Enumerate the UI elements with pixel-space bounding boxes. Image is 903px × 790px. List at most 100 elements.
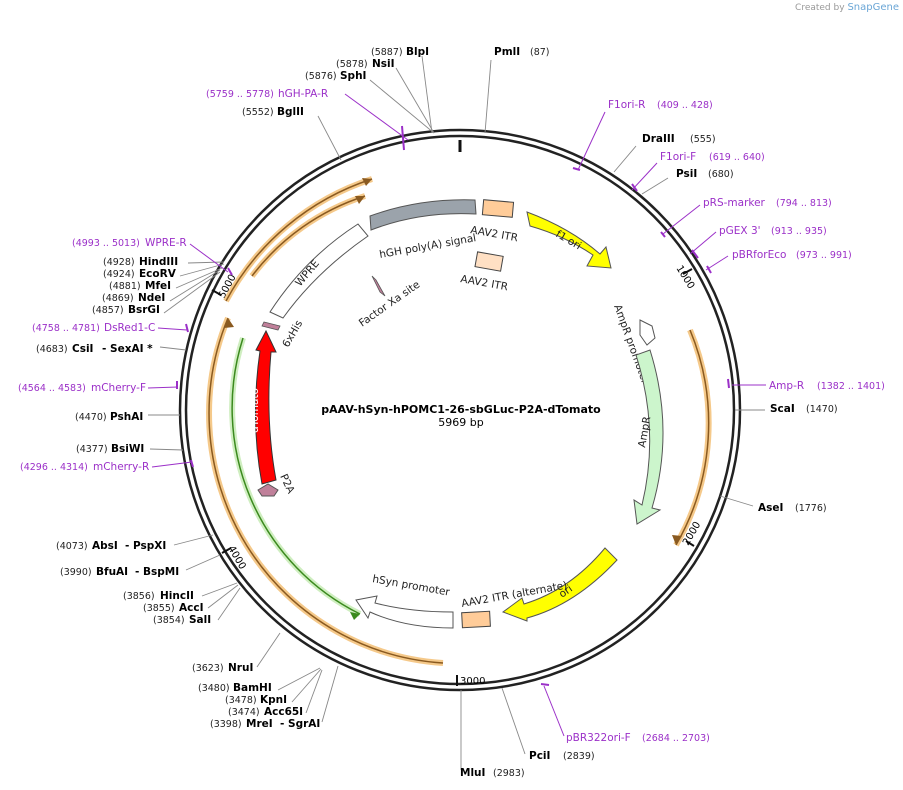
- primer-labels: (5759 .. 5778) hGH-PA-R F1ori-R (409 .. …: [18, 88, 885, 744]
- enzyme-pspxi: - PspXI: [125, 540, 166, 552]
- primer-mcherry-r: mCherry-R: [93, 461, 149, 473]
- orf-arc-right-head: [672, 535, 682, 545]
- orf-arc-green-line: [231, 337, 361, 615]
- primer-mcherry-f: mCherry-F: [91, 382, 146, 394]
- primer-pbrforeco-range: (973 .. 991): [796, 250, 852, 261]
- primer-dsred1-c: DsRed1-C: [104, 322, 155, 334]
- enzyme-draiii: DraIII: [642, 133, 675, 145]
- enzyme-bsrgi-pos: (4857): [92, 305, 124, 316]
- enzyme-absi: AbsI: [92, 540, 118, 552]
- ampr-arrow: [633, 349, 664, 525]
- enzyme-kpni: KpnI: [260, 694, 287, 706]
- primer-pbr322ori-f-range: (2684 .. 2703): [642, 733, 710, 744]
- enzyme-bfuai: BfuAI: [96, 566, 128, 578]
- primer-mcherry-f-range: (4564 .. 4583): [18, 383, 86, 394]
- his6-tag: [261, 321, 281, 331]
- primer-amp-r-range: (1382 .. 1401): [817, 381, 885, 392]
- orf-arc-inner-top-line: [251, 195, 366, 277]
- enzyme-blpi-pos: (5887): [371, 47, 403, 58]
- orf-arc-inner-top-head: [355, 196, 365, 204]
- enzyme-psii-pos: (680): [708, 169, 734, 180]
- enzyme-acci: AccI: [179, 602, 203, 614]
- enzyme-bsiwi: BsiWI: [111, 443, 144, 455]
- enzyme-csii: CsiI: [72, 343, 93, 355]
- enzyme-ecorv-pos: (4924): [103, 269, 135, 280]
- leader-lines: [147, 55, 766, 770]
- hgh-polya-label: hGH poly(A) signal: [378, 232, 477, 261]
- enzyme-ecorv: EcoRV: [139, 268, 177, 280]
- enzyme-scai: ScaI: [770, 403, 795, 415]
- enzyme-bamhi: BamHI: [233, 682, 272, 694]
- p2a-label: P2A: [277, 472, 297, 496]
- enzyme-bglii-pos: (5552): [242, 107, 274, 118]
- enzyme-pmli-pos: (87): [530, 47, 550, 58]
- enzyme-sphi-pos: (5876): [305, 71, 337, 82]
- orf-arc-left-large-line: [208, 317, 444, 664]
- enzyme-pshai: PshAI: [110, 411, 143, 423]
- primer-amp-r: Amp-R: [769, 380, 804, 392]
- primer-prs-marker: pRS-marker: [703, 197, 766, 209]
- enzyme-nrui-pos: (3623): [192, 663, 224, 674]
- enzyme-bspmi: - BspMI: [135, 566, 179, 578]
- his6-label: 6xHis: [280, 318, 305, 349]
- ruler-label-3000: 3000: [460, 676, 485, 687]
- primer-pbr322ori-f: pBR322ori-F: [566, 732, 631, 744]
- snapgene-brand: Created by SnapGene: [795, 2, 899, 13]
- primer-wpre-r-range: (4993 .. 5013): [72, 238, 140, 249]
- aav2-itr-alternate: [461, 610, 491, 629]
- factor-xa-site: [371, 275, 386, 297]
- enzyme-mlui-pos: (2983): [493, 768, 525, 779]
- enzyme-absi-pos: (4073): [56, 541, 88, 552]
- p2a-arrow: [257, 483, 279, 497]
- brand-created-by: Created by: [795, 3, 845, 13]
- ruler-tick-4000: [221, 547, 232, 554]
- dtomato-arrow: [254, 329, 277, 485]
- hsyn-promoter-label: hSyn promoter: [371, 573, 451, 599]
- enzyme-pcii-pos: (2839): [563, 751, 595, 762]
- primer-pgex3: pGEX 3': [719, 225, 761, 237]
- ruler-tick-2000: [685, 540, 695, 547]
- aav2-itr-top-label: AAV2 ITR: [469, 224, 518, 244]
- enzyme-bsiwi-pos: (4377): [76, 444, 108, 455]
- enzyme-pshai-pos: (4470): [75, 412, 107, 423]
- enzyme-acc65i: Acc65I: [264, 706, 303, 718]
- enzyme-bglii: BglII: [277, 106, 304, 118]
- enzyme-sphi: SphI: [340, 70, 366, 82]
- primer-wpre-r: WPRE-R: [145, 237, 187, 249]
- enzyme-pmli: PmlI: [494, 46, 520, 58]
- f1-ori-arrow: [526, 211, 612, 269]
- primer-mcherry-r-range: (4296 .. 4314): [20, 462, 88, 473]
- enzyme-psii: PsiI: [676, 168, 697, 180]
- hgh-polya-arrow: [369, 199, 477, 231]
- enzyme-hindiii: HindIII: [139, 256, 178, 268]
- factor-xa-label: Factor Xa site: [357, 279, 422, 330]
- enzyme-acci-pos: (3855): [143, 603, 175, 614]
- ruler-tick-5000: [211, 289, 222, 296]
- primer-pgex3-range: (913 .. 935): [771, 226, 827, 237]
- enzyme-bsrgi: BsrGI: [128, 304, 160, 316]
- orf-arc-green: [229, 337, 362, 617]
- aav2-itr-top: [481, 199, 515, 218]
- enzyme-hindiii-pos: (4928): [103, 257, 135, 268]
- orf-arc-left-large-head: [224, 318, 234, 328]
- orf-arc-right-line: [675, 329, 710, 546]
- enzyme-bamhi-pos: (3480): [198, 683, 230, 694]
- orf-arc-top-left-line: [225, 178, 373, 302]
- enzyme-mfei-pos: (4881): [109, 281, 141, 292]
- enzyme-blpi: BlpI: [406, 46, 429, 58]
- orf-arc-top-left-head: [362, 178, 372, 186]
- enzyme-ndei-pos: (4869): [102, 293, 134, 304]
- wpre-arrow: [269, 223, 369, 319]
- enzyme-bfuai-pos: (3990): [60, 567, 92, 578]
- enzyme-mrei-pos: (3398): [210, 719, 242, 730]
- enzyme-asei-pos: (1776): [795, 503, 827, 514]
- backbone-inner: [184, 134, 736, 686]
- plasmid-name: pAAV-hSyn-hPOMC1-26-sbGLuc-P2A-dTomato: [321, 403, 601, 416]
- orf-arcs: [206, 176, 712, 666]
- ampr-promoter-arrow: [639, 319, 656, 346]
- primer-f1ori-f: F1ori-F: [660, 151, 696, 163]
- enzyme-kpni-pos: (3478): [225, 695, 257, 706]
- enzyme-sali-pos: (3854): [153, 615, 185, 626]
- primer-hgh-pa-r: hGH-PA-R: [278, 88, 328, 100]
